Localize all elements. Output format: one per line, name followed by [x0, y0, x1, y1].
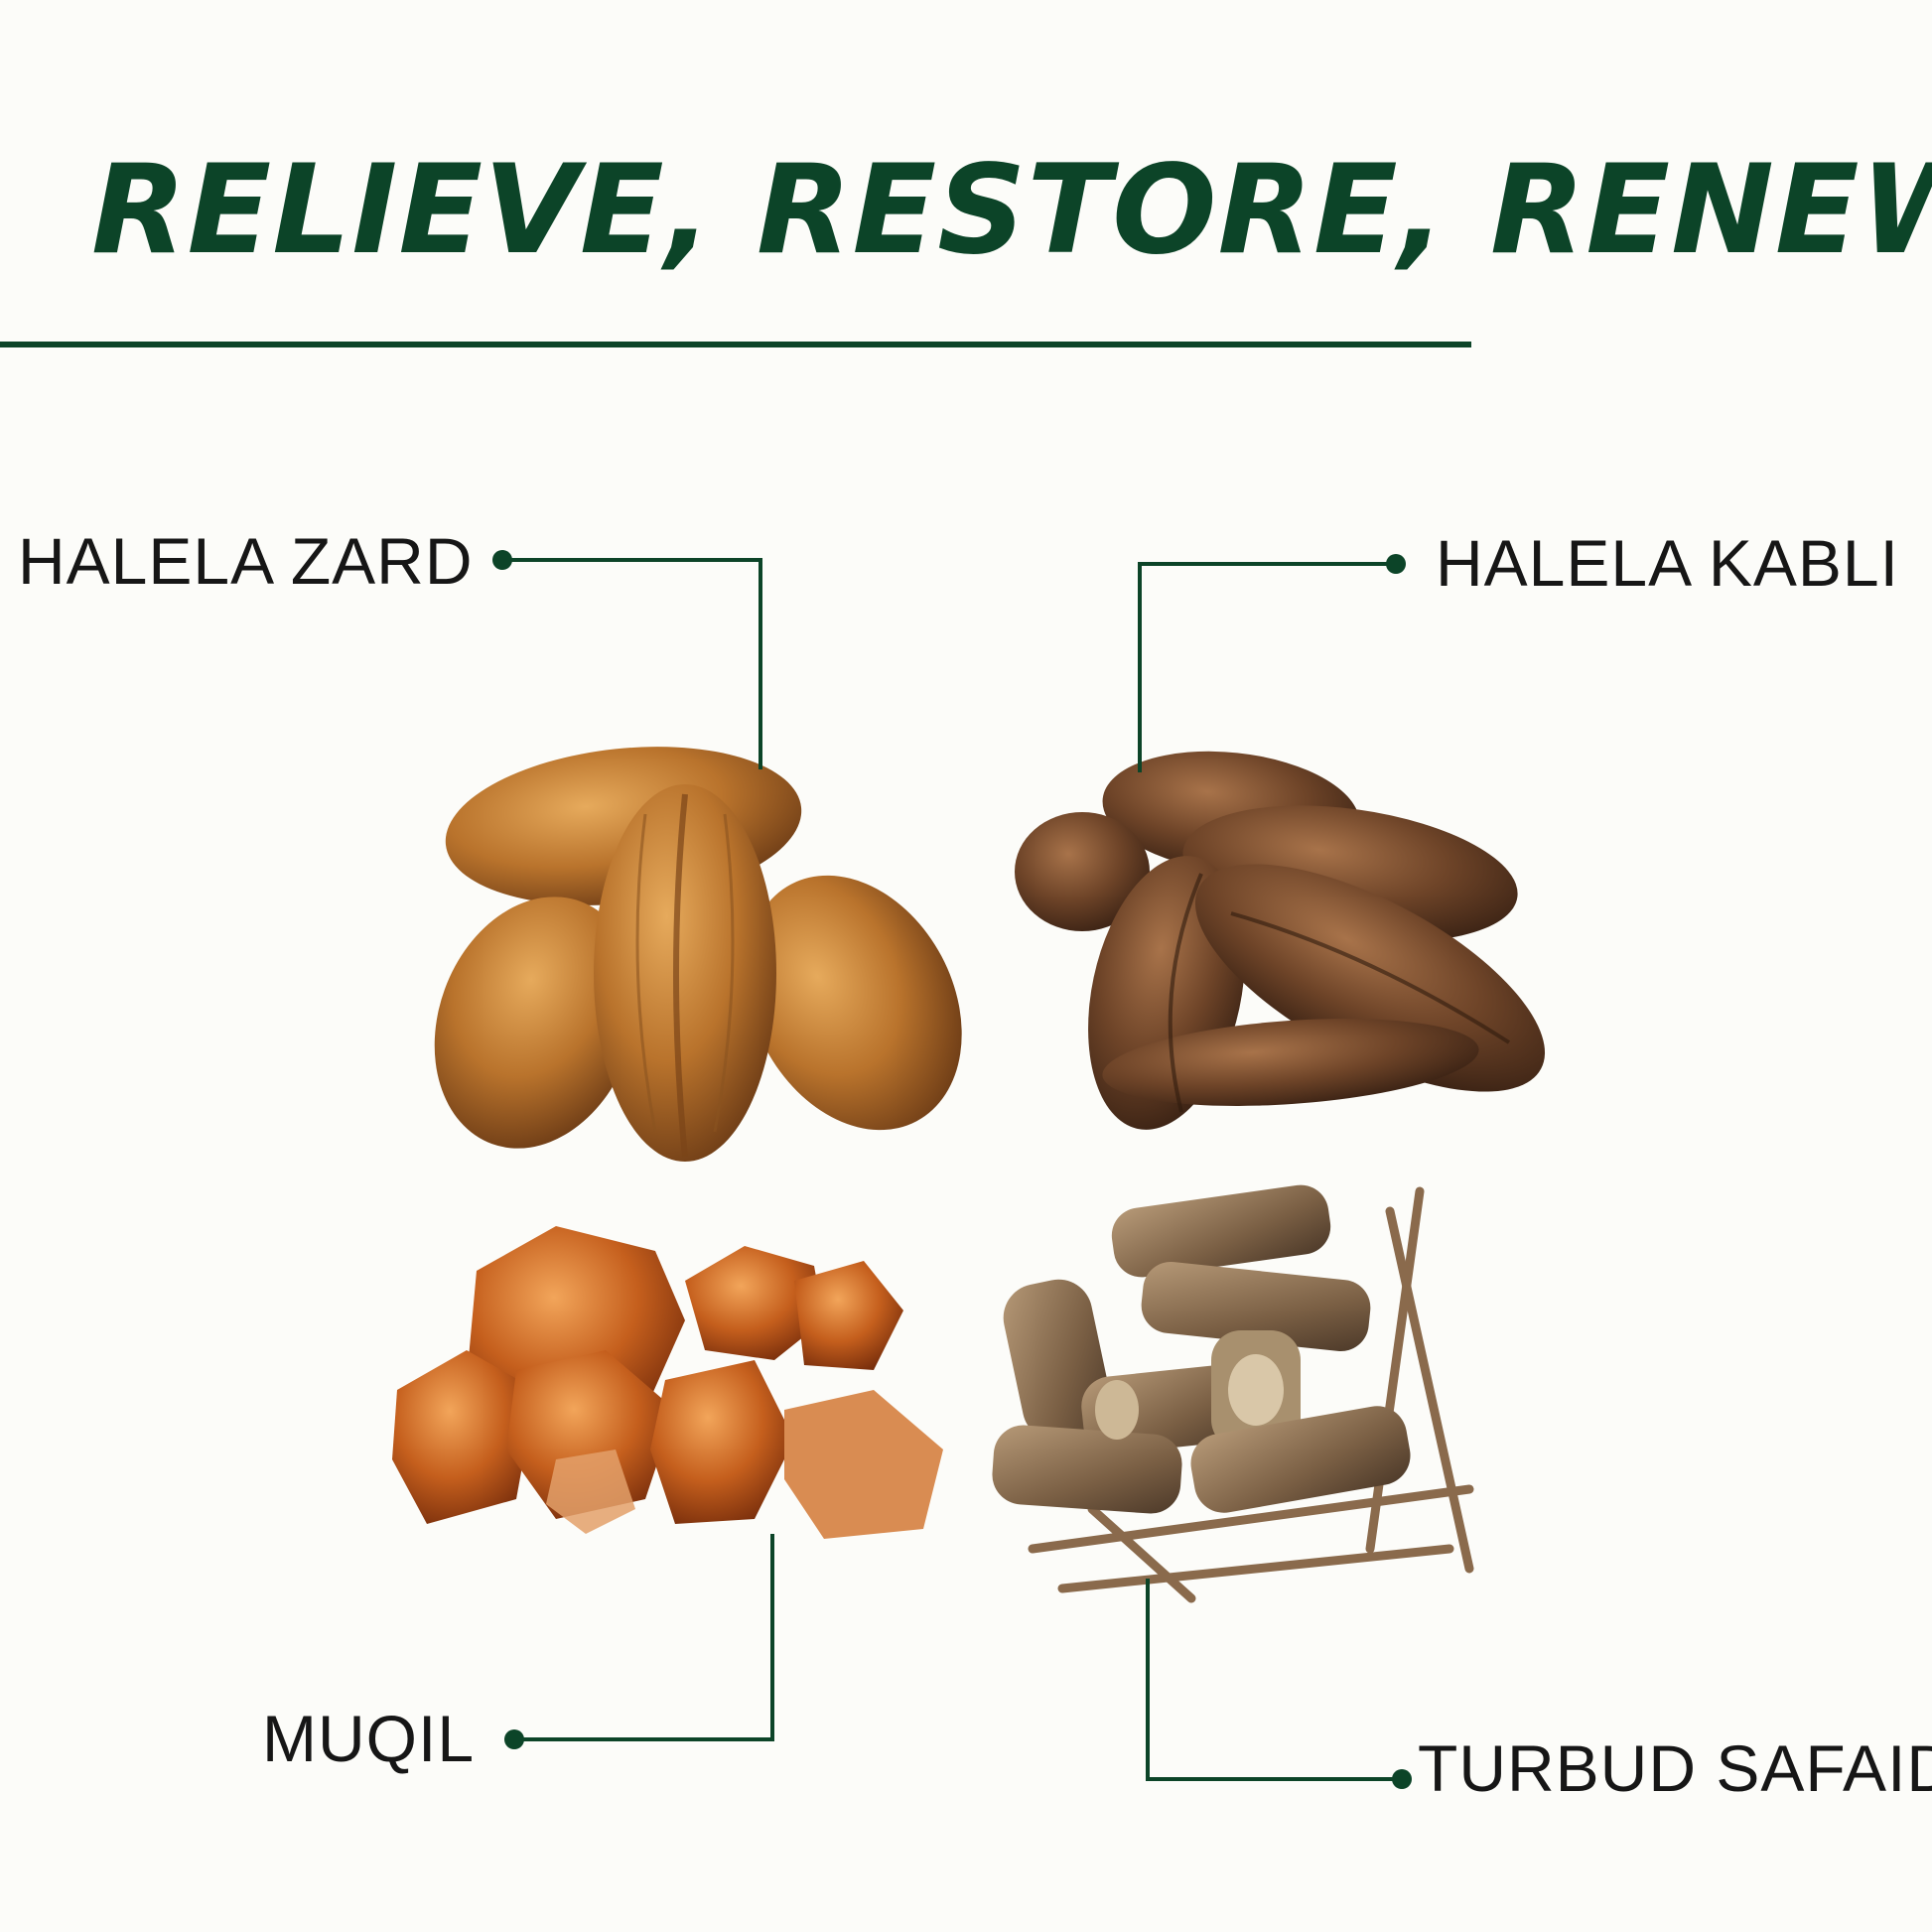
label-muqil: MUQIL: [262, 1702, 476, 1775]
turbud-safaid-image: [992, 1184, 1474, 1603]
headline-underline: [0, 342, 1471, 347]
halela-zard-image: [434, 747, 962, 1162]
connector-dots: [492, 550, 1412, 1789]
muqil-connector: [514, 1534, 774, 1741]
label-halela-kabli: HALELA KABLI: [1436, 526, 1899, 600]
halela-kabli-image: [1015, 751, 1546, 1130]
connector-lines: [502, 558, 1402, 1781]
halela-kabli-connector: [1138, 562, 1396, 772]
halela-zard-connector: [502, 558, 762, 769]
headline: RELIEVE, RESTORE, RENEW: [91, 139, 1932, 282]
muqil-image: [392, 1226, 943, 1539]
label-turbud-safaid: TURBUD SAFAID: [1418, 1731, 1932, 1805]
label-halela-zard: HALELA ZARD: [18, 524, 474, 598]
turbud-safaid-connector: [1146, 1579, 1402, 1781]
